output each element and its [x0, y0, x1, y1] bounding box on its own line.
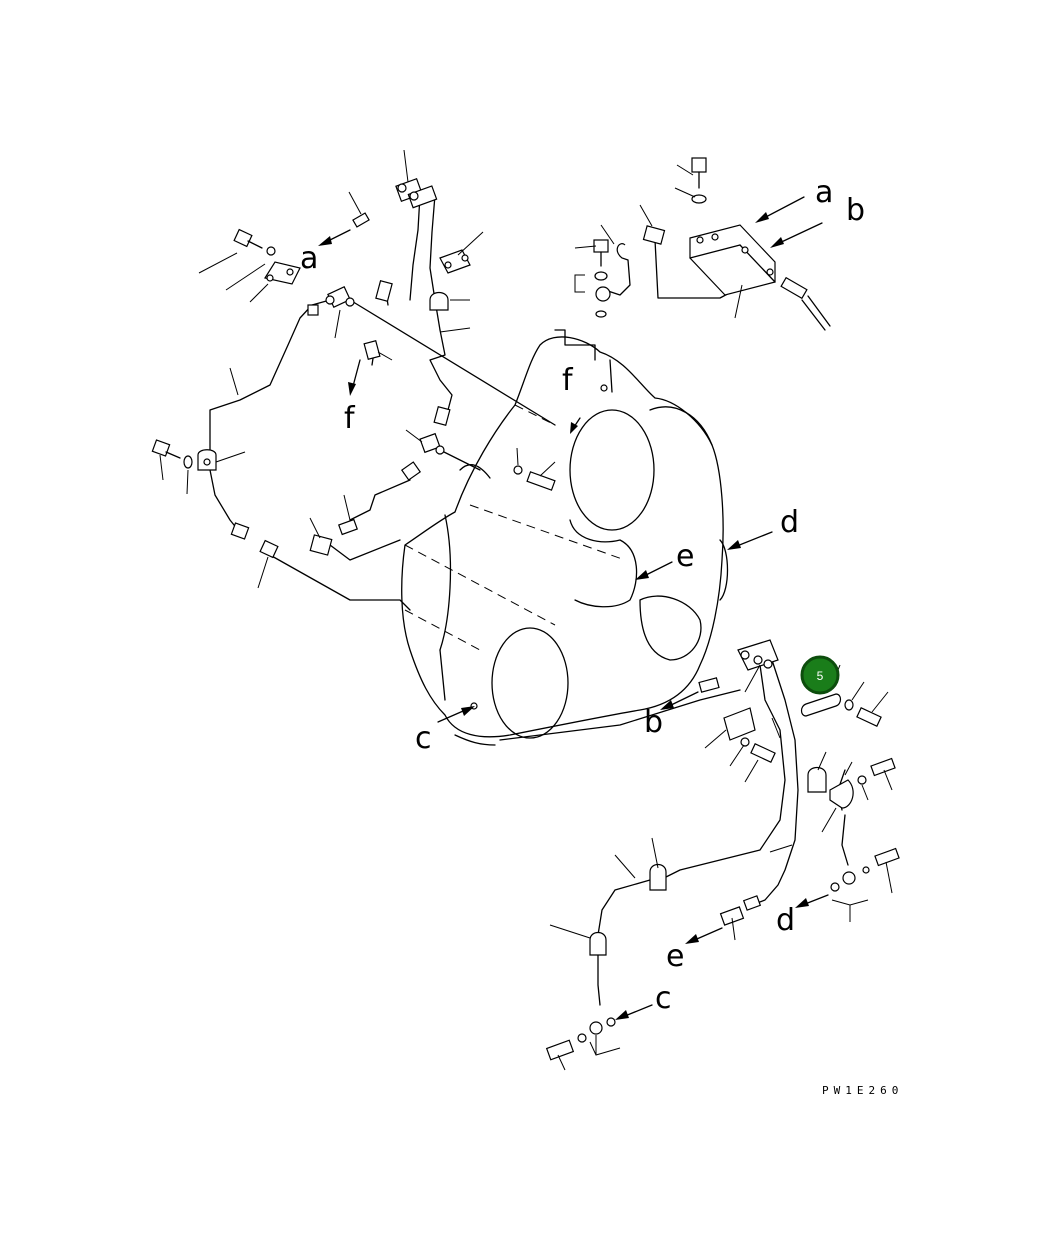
callout-a-right: a	[815, 175, 833, 210]
callout-e-housing: e	[676, 539, 694, 574]
hardware-parts	[151, 157, 900, 1061]
leader-lines	[159, 149, 893, 1071]
callout-b-top: b	[846, 193, 865, 228]
direction-arrows	[318, 196, 829, 1020]
badge-label: 5	[817, 669, 824, 683]
drawing-code: PW1E260	[822, 1084, 903, 1097]
callout-d-lower: d	[776, 903, 795, 938]
callout-c-bottom: c	[655, 981, 672, 1016]
callout-c-housing: c	[415, 721, 432, 756]
pipe-routes	[209, 194, 849, 1006]
callout-e-lower: e	[666, 939, 684, 974]
callout-letters: a a b b c c d d e e f f	[300, 175, 865, 1016]
part-number-badge[interactable]: 5	[800, 655, 840, 695]
callout-d-housing: d	[780, 505, 799, 540]
transmission-housing	[401, 329, 729, 746]
callout-a-left: a	[300, 241, 318, 276]
callout-b-lower: b	[644, 705, 663, 740]
callout-f-housing: f	[562, 363, 574, 398]
callout-f-left: f	[344, 401, 356, 436]
